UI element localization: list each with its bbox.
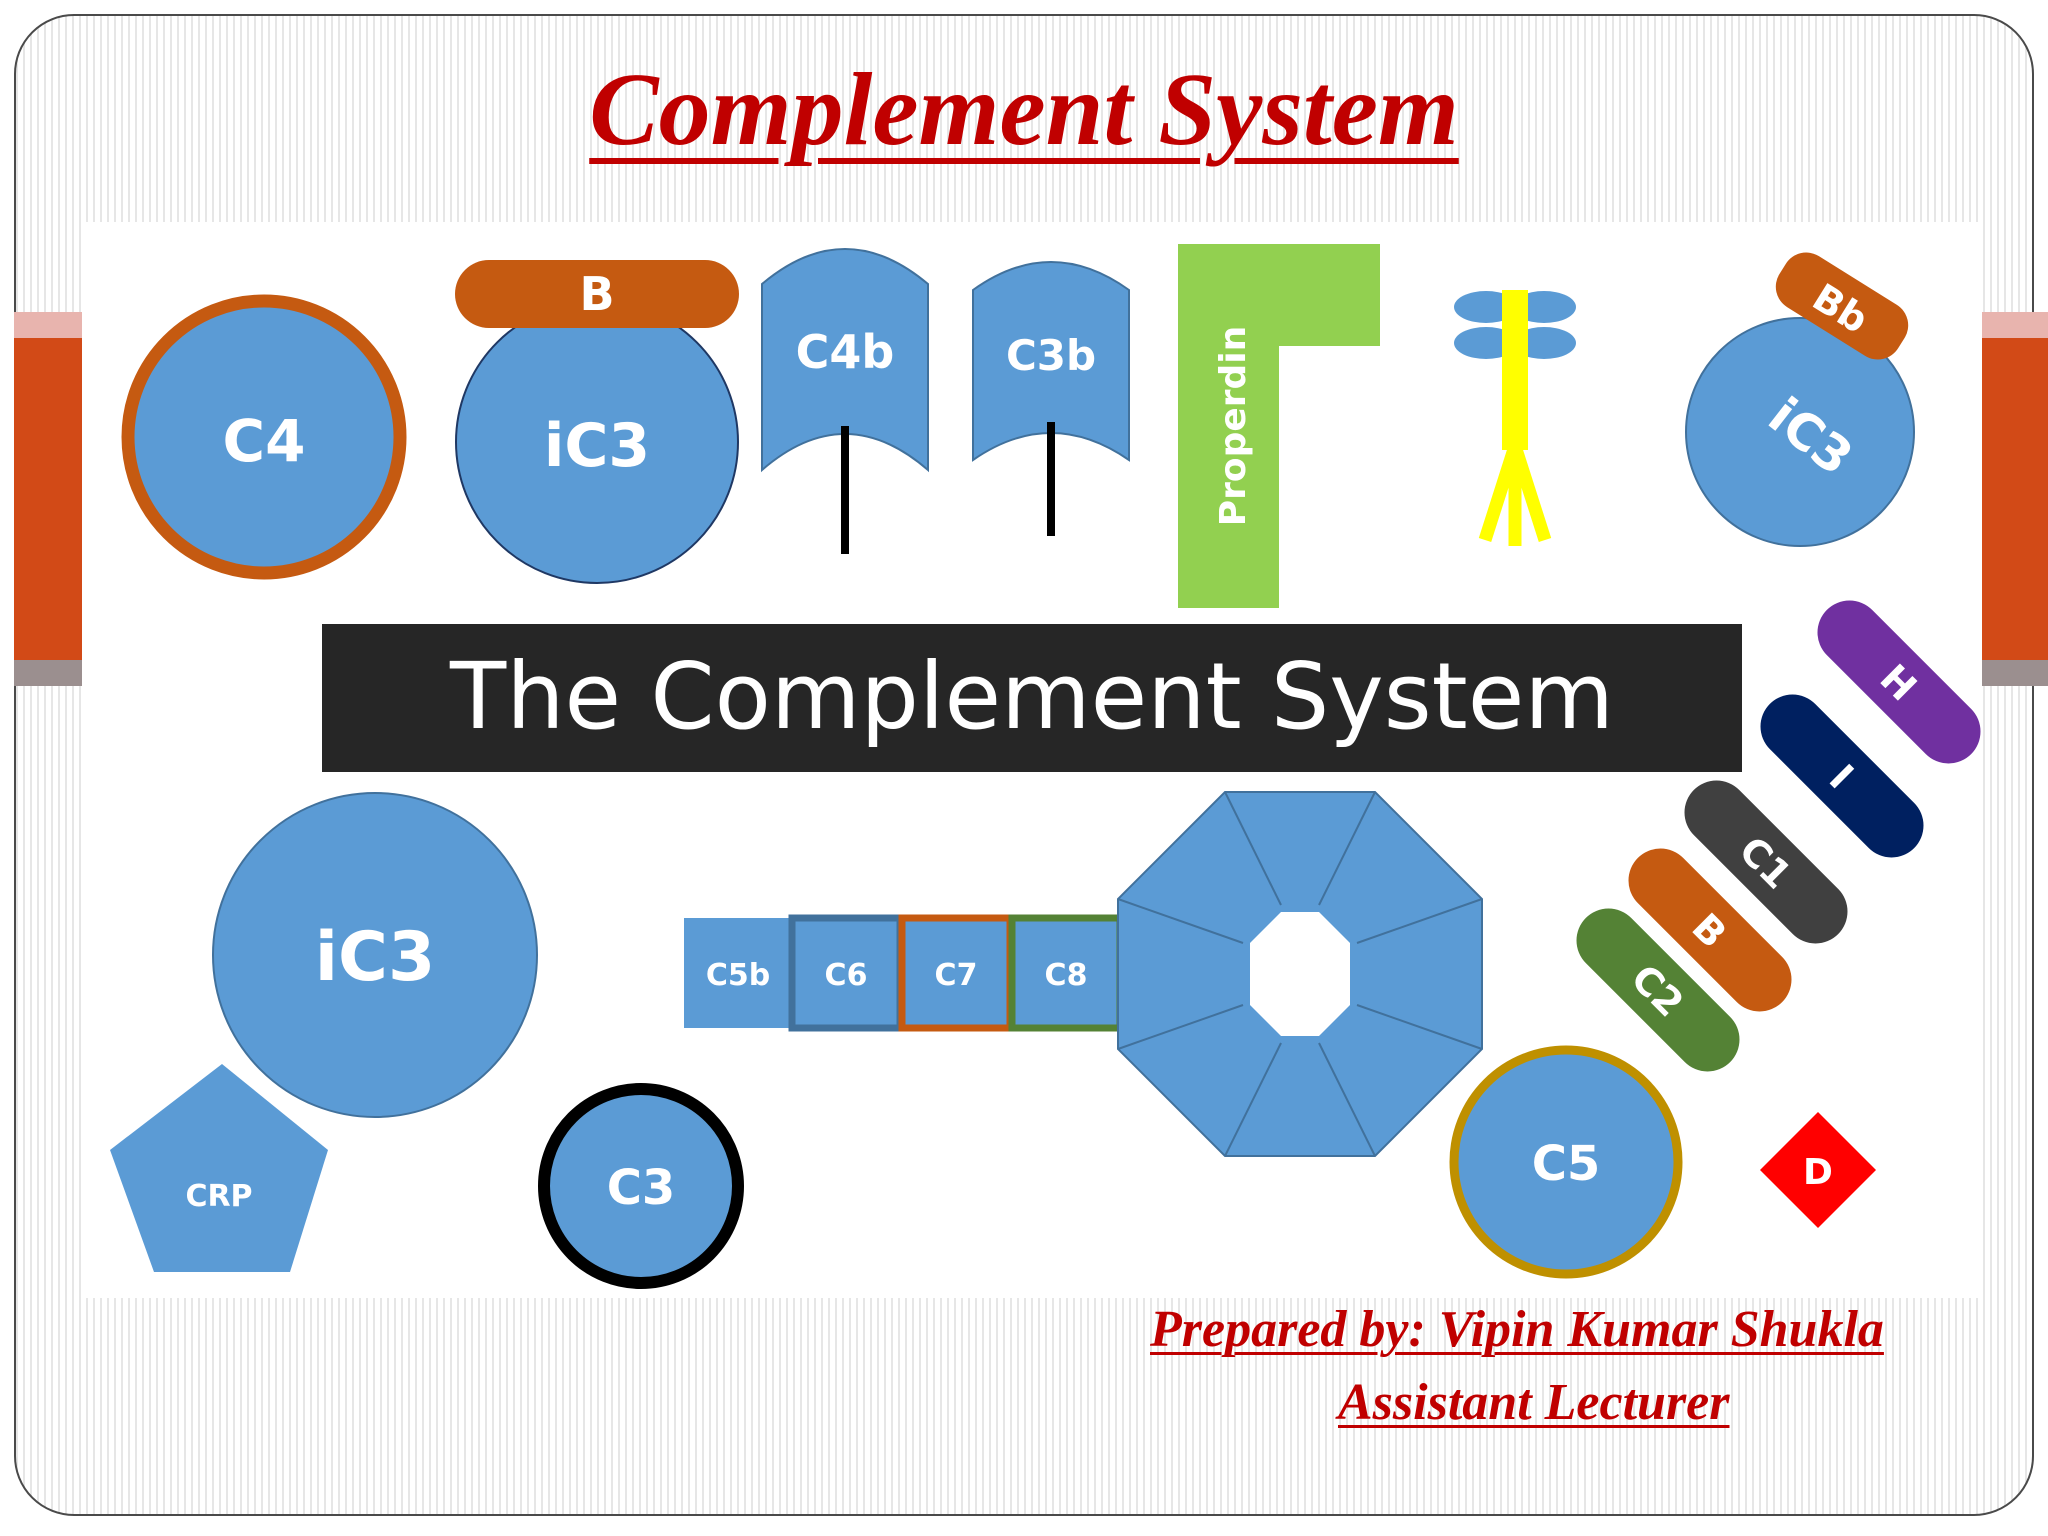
- c5-label: C5: [1532, 1136, 1601, 1192]
- octagon-pore: [1117, 791, 1483, 1157]
- slide-title: Complement System: [589, 52, 1459, 167]
- b-top-label: B: [579, 267, 614, 321]
- d-label: D: [1803, 1152, 1833, 1193]
- right-accent-bar: [1980, 312, 2048, 686]
- c4b-protein: C4b: [761, 248, 929, 554]
- c5-protein: C5: [1449, 1045, 1683, 1279]
- antibody-shape: [1454, 290, 1576, 546]
- c3b-protein: C3b: [972, 261, 1130, 536]
- c4b-label: C4b: [796, 325, 895, 379]
- b-ic3-complex: B iC3: [455, 260, 739, 584]
- c6-label: C6: [825, 958, 868, 993]
- crp-label: CRP: [185, 1179, 252, 1214]
- credit-role: Assistant Lecturer: [1338, 1374, 1730, 1431]
- mac-complex: C5b C6 C7 C8: [684, 914, 1124, 1032]
- banner-text: The Complement System: [449, 643, 1614, 750]
- ic3-large-label: iC3: [315, 918, 436, 997]
- i-protein: I: [1760, 694, 1924, 858]
- b-regulator-protein: B: [1628, 848, 1792, 1012]
- c4-label: C4: [223, 407, 306, 475]
- c3-label: C3: [607, 1160, 676, 1216]
- properdin-protein: Properdin: [1178, 244, 1380, 608]
- c3b-label: C3b: [1006, 331, 1096, 380]
- d-protein: D: [1760, 1112, 1876, 1228]
- c3-protein: C3: [538, 1083, 744, 1289]
- c7-label: C7: [935, 958, 978, 993]
- c4-protein: C4: [121, 294, 407, 580]
- complement-diagram: C4 B iC3 C4b C3b Properdin: [82, 222, 1982, 1298]
- h-protein: H: [1817, 600, 1981, 764]
- ic3-large-protein: iC3: [212, 792, 538, 1118]
- properdin-label: Properdin: [1213, 326, 1254, 527]
- c8-label: C8: [1045, 958, 1088, 993]
- ic3-top-label: iC3: [544, 411, 650, 481]
- left-accent-bar: [14, 312, 84, 686]
- complement-system-banner: The Complement System: [322, 624, 1742, 772]
- crp-protein: CRP: [110, 1064, 328, 1272]
- bb-ic3-complex: Bb iC3: [1685, 252, 1915, 547]
- credit-author: Prepared by: Vipin Kumar Shukla: [1150, 1301, 1884, 1358]
- c5b-label: C5b: [706, 958, 770, 993]
